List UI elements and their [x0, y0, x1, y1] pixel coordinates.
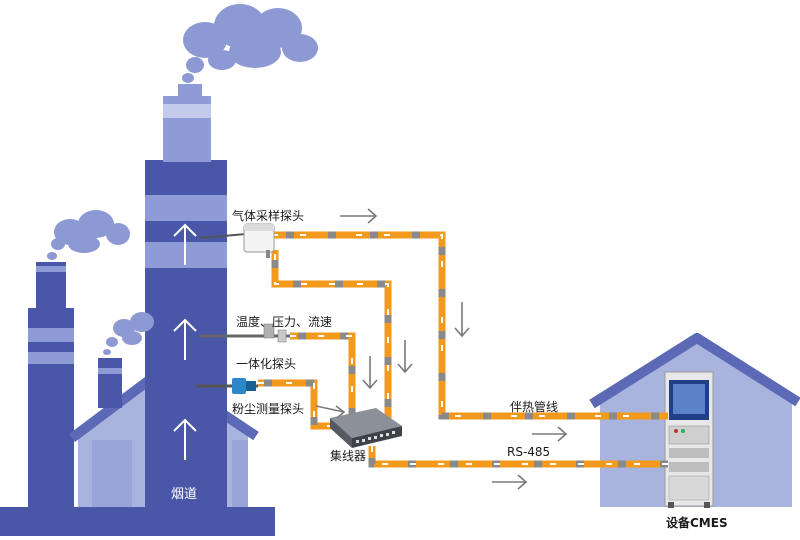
temp-pressure-probe [200, 323, 290, 343]
integrated-probe-label: 一体化探头 [236, 357, 297, 371]
flue-label: 烟道 [171, 487, 198, 502]
dust-probe-label: 粉尘测量探头 [232, 402, 305, 416]
cems-label: 设备CMES [666, 516, 728, 530]
hub-label: 集线器 [330, 449, 367, 463]
small-stack-left [28, 262, 74, 508]
heat-line-label: 伴热管线 [510, 400, 559, 414]
direction-arrows [315, 208, 568, 490]
cems-cabinet [664, 371, 714, 508]
mini-chimney [98, 358, 122, 408]
ground-base [0, 507, 275, 536]
flow-arrows-up [173, 223, 197, 460]
rs485-label: RS-485 [507, 445, 551, 459]
smoke-mini [103, 312, 154, 355]
smoke-left [47, 210, 130, 260]
dust-probe [196, 378, 258, 394]
temp-probe-label: 温度、压力、流速 [236, 315, 333, 329]
heat-pipes [258, 231, 668, 468]
smoke-main [182, 4, 318, 83]
gas-sampling-probe [199, 223, 275, 258]
hub-device [330, 408, 402, 448]
gas-probe-label: 气体采样探头 [232, 209, 305, 223]
